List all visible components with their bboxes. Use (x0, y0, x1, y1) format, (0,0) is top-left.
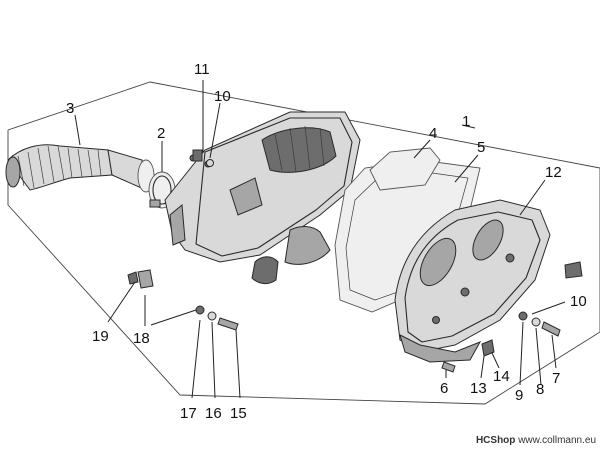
part-label-3: 3 (66, 100, 74, 117)
part-label-1: 1 (462, 113, 470, 130)
filter-gasket (369, 147, 441, 191)
part-label-4: 4 (429, 125, 437, 142)
watermark-brand: HCShop (475, 435, 516, 446)
assembly-frame (7, 81, 600, 405)
part-label-10-right: 10 (570, 293, 587, 310)
part-label-15: 15 (230, 405, 247, 422)
intake-duct (5, 144, 155, 193)
part-label-19: 19 (92, 328, 109, 345)
part-label-16: 16 (205, 405, 222, 422)
part-labels: 11 10 3 2 1 4 5 12 10 19 18 17 16 15 6 1… (66, 61, 587, 422)
leader-lines (74, 80, 566, 399)
part-label-9: 9 (515, 387, 523, 404)
watermark-site: www.collmann.eu (518, 435, 596, 446)
part-label-18: 18 (133, 330, 150, 347)
part-label-6: 6 (440, 380, 448, 397)
part-label-14: 14 (493, 368, 510, 385)
filter-housing-cover (394, 199, 583, 363)
part-label-17: 17 (180, 405, 197, 422)
fasteners (127, 149, 561, 373)
part-label-8: 8 (536, 381, 544, 398)
part-label-7: 7 (552, 370, 560, 387)
part-label-10-top: 10 (214, 88, 231, 105)
part-label-5: 5 (477, 139, 485, 156)
part-label-12: 12 (545, 164, 562, 181)
filter-housing-lower (164, 111, 361, 285)
part-label-2: 2 (157, 125, 165, 142)
part-label-11: 11 (194, 61, 210, 78)
shop-watermark: HCShop www.collmann.eu (476, 435, 596, 446)
part-label-13: 13 (470, 380, 487, 397)
